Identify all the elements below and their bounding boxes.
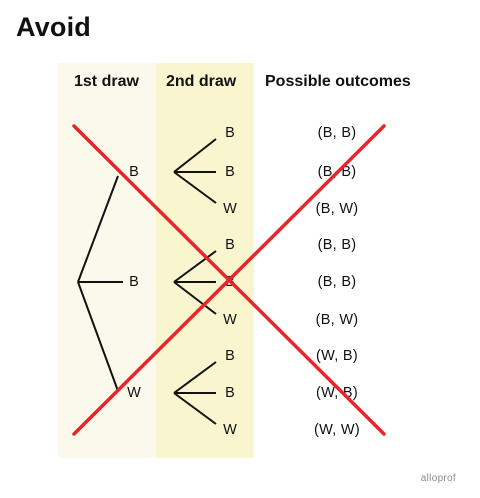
second-draw-label: W (223, 201, 237, 217)
second-draw-label: W (223, 422, 237, 438)
second-draw-label: B (225, 125, 235, 141)
second-draw-branch (173, 171, 217, 204)
outcome-label: (W, W) (313, 422, 361, 438)
outcome-label: (B, B) (317, 125, 357, 141)
second-draw-label: W (223, 312, 237, 328)
outcome-label: (B, W) (315, 312, 359, 328)
second-draw-branch (173, 250, 217, 283)
first-draw-branch (77, 175, 119, 283)
outcome-label: (W, B) (315, 348, 359, 364)
second-draw-label: B (225, 237, 235, 253)
tree-branches (77, 138, 217, 425)
second-draw-label: B (225, 385, 235, 401)
second-draw-header: 2nd draw (166, 73, 237, 90)
page-title: Avoid (16, 12, 91, 42)
first-draw-column-background (58, 63, 156, 458)
first-draw-label: B (129, 164, 139, 180)
second-draw-branch (173, 361, 217, 394)
cross-line-2 (72, 124, 386, 436)
second-draw-branch (173, 138, 217, 173)
first-draw-header: 1st draw (74, 73, 139, 90)
outcomes-header: Possible outcomes (265, 73, 411, 90)
second-draw-branch (173, 281, 217, 315)
outcome-label: (B, W) (315, 201, 359, 217)
first-draw-label: B (129, 274, 139, 290)
outcome-label: (B, B) (317, 274, 357, 290)
second-draw-label: B (225, 164, 235, 180)
second-draw-branch (173, 392, 217, 425)
first-draw-label: W (127, 385, 141, 401)
first-draw-branch (77, 281, 119, 392)
brand-logo: alloprof (420, 473, 456, 484)
outcome-label: (B, B) (317, 237, 357, 253)
second-draw-label: B (225, 348, 235, 364)
